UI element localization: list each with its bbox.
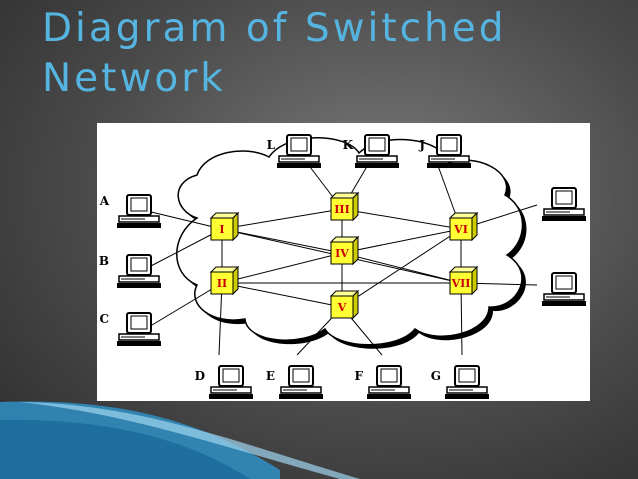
- station-j: J: [418, 134, 471, 168]
- switch-node-iii: III: [329, 191, 360, 222]
- station-label: F: [354, 369, 363, 383]
- computer-icon: [117, 254, 161, 288]
- access-line-D: [218, 282, 223, 356]
- station-label: L: [267, 138, 276, 152]
- switch-label: VII: [451, 277, 471, 290]
- station-h: H: [542, 272, 586, 306]
- computer-icon: [445, 365, 489, 399]
- computer-icon: [277, 134, 321, 168]
- access-line-G: [460, 282, 463, 356]
- access-line-A: [146, 210, 223, 230]
- switch-node-v: V: [329, 289, 360, 320]
- computer-icon: [209, 365, 253, 399]
- station-a: A: [99, 194, 161, 228]
- station-c: C: [99, 312, 161, 346]
- switch-label: III: [334, 203, 349, 216]
- trunk-line-VI-V: [341, 228, 462, 308]
- slide-title-line-1: Diagram of Switched: [42, 6, 507, 51]
- station-d: D: [195, 365, 253, 399]
- switch-node-ii: II: [209, 265, 240, 296]
- computer-icon: [117, 194, 161, 228]
- trunk-line-II-IV: [221, 252, 343, 284]
- stations: A B C D E F G H I J K L: [99, 134, 586, 399]
- computer-icon: [367, 365, 411, 399]
- switch-label: II: [217, 277, 227, 290]
- station-label: E: [266, 369, 275, 383]
- station-label: C: [99, 312, 109, 326]
- computer-icon: [542, 272, 586, 306]
- switch-label: I: [219, 223, 224, 236]
- station-label: B: [99, 254, 109, 268]
- switch-label: IV: [335, 247, 349, 260]
- computer-icon: [427, 134, 471, 168]
- trunk-line-IV-VI: [341, 228, 462, 254]
- station-k: K: [343, 134, 399, 168]
- switch-label: V: [337, 301, 347, 314]
- access-line-B: [146, 228, 223, 269]
- switch-node-iv: IV: [329, 235, 360, 266]
- station-label: A: [99, 194, 110, 208]
- connection-lines: [146, 162, 538, 356]
- station-label: J: [418, 138, 425, 152]
- switch-node-i: I: [209, 211, 240, 242]
- slide-title: Diagram of Switched Network: [42, 4, 602, 104]
- computer-icon: [355, 134, 399, 168]
- station-f: F: [354, 365, 411, 399]
- computer-icon: [279, 365, 323, 399]
- switch-node-vii: VII: [448, 265, 479, 296]
- station-label: K: [343, 138, 354, 152]
- station-b: B: [99, 254, 161, 288]
- trunk-line-I-IV: [221, 228, 343, 254]
- trunk-line-II-V: [221, 282, 343, 308]
- station-i: I: [542, 187, 586, 221]
- slide-title-line-2: Network: [42, 56, 226, 101]
- computer-icon: [117, 312, 161, 346]
- station-label: D: [195, 369, 205, 383]
- switch-label: VI: [453, 223, 468, 236]
- station-g: G: [431, 365, 489, 399]
- switch-node-vi: VI: [448, 211, 479, 242]
- station-l: L: [267, 134, 321, 168]
- trunk-line-I-III: [221, 208, 343, 230]
- station-e: E: [266, 365, 323, 399]
- trunk-line-III-VI: [341, 208, 462, 230]
- station-label: G: [431, 369, 441, 383]
- computer-icon: [542, 187, 586, 221]
- access-line-C: [146, 282, 223, 329]
